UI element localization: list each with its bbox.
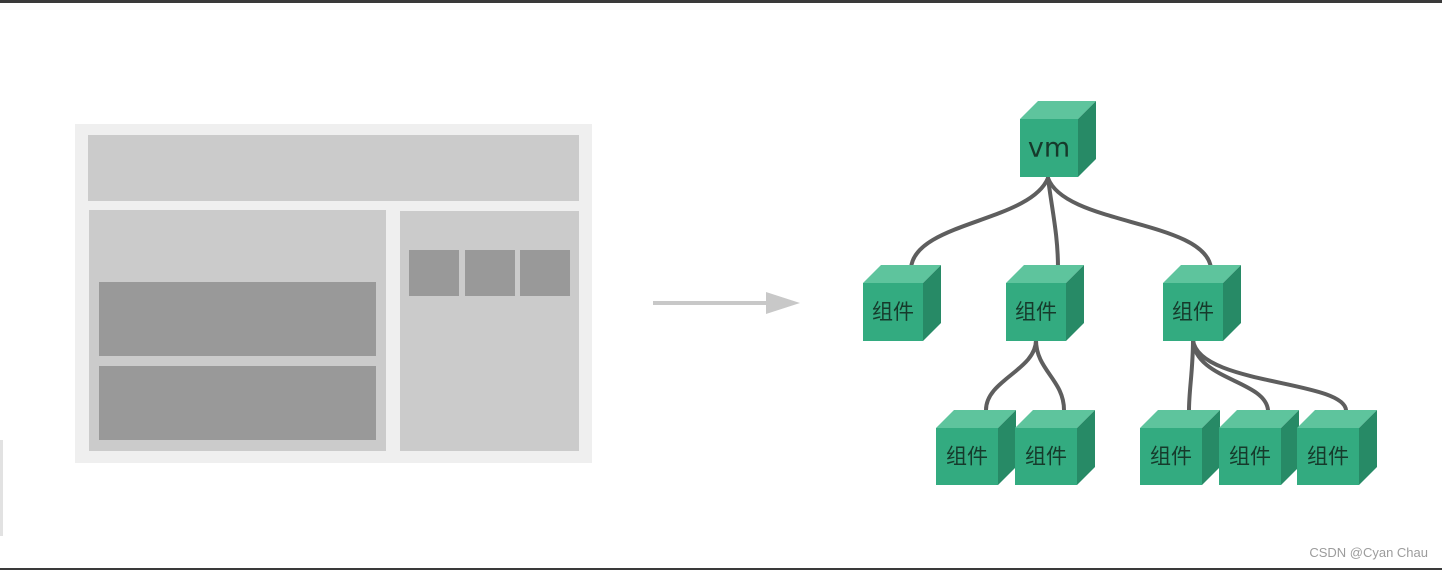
cube-front-face [1006, 283, 1066, 341]
cube-front-face [1020, 119, 1078, 177]
cube-top-face [1015, 410, 1095, 428]
cube-side-face [998, 410, 1016, 485]
cube-front-face [1163, 283, 1223, 341]
cube-front-face [1297, 428, 1359, 485]
cube-node-component: 组件 [1219, 410, 1299, 485]
cube-side-face [923, 265, 941, 341]
cube-node-vm: vm [1020, 101, 1096, 177]
wireframe-content-block-1 [99, 282, 376, 356]
cube-node-component: 组件 [1015, 410, 1095, 485]
cube-top-face [1219, 410, 1299, 428]
cube-top-face [1163, 265, 1241, 283]
cube-side-face [1077, 410, 1095, 485]
cube-label: 组件 [1307, 445, 1349, 469]
cube-node-component: 组件 [1006, 265, 1084, 341]
cube-label: vm [1028, 133, 1070, 164]
cube-node-component: 组件 [936, 410, 1016, 485]
cube-front-face [1219, 428, 1281, 485]
connector-child2-leaf1 [984, 338, 1038, 412]
cube-front-face [1140, 428, 1202, 485]
transform-arrow [653, 292, 800, 314]
cube-label: 组件 [872, 300, 914, 324]
wireframe-header [88, 135, 579, 201]
cube-top-face [936, 410, 1016, 428]
connector-root-child3 [1046, 176, 1213, 270]
cube-label: 组件 [1015, 300, 1057, 324]
cube-top-face [1140, 410, 1220, 428]
cube-side-face [1359, 410, 1377, 485]
connector-child2-leaf2 [1034, 338, 1066, 412]
cube-top-face [1297, 410, 1377, 428]
cube-top-face [1006, 265, 1084, 283]
bottom-border [0, 568, 1442, 570]
cube-node-component: 组件 [1297, 410, 1377, 485]
cube-front-face [863, 283, 923, 341]
tree-nodes: vm组件组件组件组件组件组件组件组件 [863, 101, 1377, 485]
cube-side-face [1281, 410, 1299, 485]
cube-label: 组件 [1150, 445, 1192, 469]
cube-label: 组件 [1025, 445, 1067, 469]
connector-child3-leaf4 [1191, 338, 1270, 412]
cube-front-face [1015, 428, 1077, 485]
wireframe-side-tile-2 [465, 250, 515, 296]
top-border [0, 0, 1442, 3]
cube-side-face [1202, 410, 1220, 485]
cube-node-component: 组件 [1163, 265, 1241, 341]
connector-root-child1 [909, 176, 1050, 270]
cube-label: 组件 [946, 445, 988, 469]
left-edge-strip [0, 440, 3, 536]
wireframe-content-block-2 [99, 366, 376, 440]
cube-front-face [936, 428, 998, 485]
connector-child3-leaf3 [1187, 338, 1195, 412]
cube-side-face [1066, 265, 1084, 341]
tree-connectors [909, 176, 1348, 412]
csdn-watermark: CSDN @Cyan Chau [1309, 545, 1428, 560]
cube-label: 组件 [1172, 300, 1214, 324]
cube-label: 组件 [1229, 445, 1271, 469]
wireframe-side-tile-3 [520, 250, 570, 296]
page-wireframe [75, 124, 592, 463]
cube-node-component: 组件 [863, 265, 941, 341]
cube-side-face [1078, 101, 1096, 177]
cube-node-component: 组件 [1140, 410, 1220, 485]
connector-child3-leaf5 [1191, 338, 1348, 412]
wireframe-side-tile-1 [409, 250, 459, 296]
cube-top-face [863, 265, 941, 283]
connector-root-child2 [1046, 176, 1060, 270]
cube-top-face [1020, 101, 1096, 119]
cube-side-face [1223, 265, 1241, 341]
